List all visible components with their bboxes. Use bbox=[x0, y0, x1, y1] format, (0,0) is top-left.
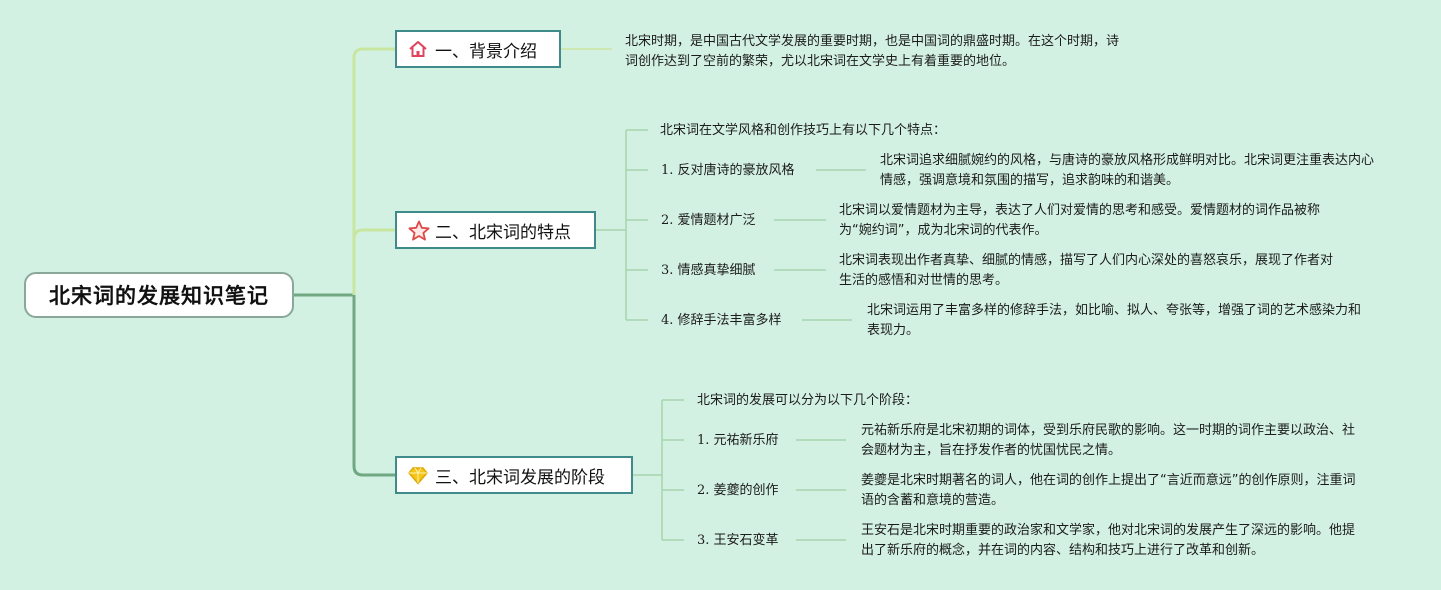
stage-desc: 元祐新乐府是北宋初期的词体，受到乐府民歌的影响。这一时期的词作主要以政治、社会题… bbox=[861, 423, 1356, 458]
branch-2-connector bbox=[352, 228, 396, 295]
features-intro: 北宋词在文学风格和创作技巧上有以下几个特点： bbox=[660, 123, 947, 138]
feature-desc: 北宋词运用了丰富多样的修辞手法，如比喻、拟人、夸张等，增强了词的艺术感染力和表现… bbox=[867, 303, 1362, 338]
branch-1-connector bbox=[352, 47, 396, 295]
stage-label: 2. 姜夔的创作 bbox=[697, 483, 779, 498]
background-text: 北宋时期，是中国古代文学发展的重要时期，也是中国词的鼎盛时期。在这个时期，诗词创… bbox=[625, 34, 1120, 69]
stage-desc: 姜夔是北宋时期著名的词人，他在词的创作上提出了“言近而意远”的创作原则，注重词语… bbox=[861, 473, 1356, 508]
stage-label: 3. 王安石变革 bbox=[697, 533, 779, 548]
feature-label: 3. 情感真挚细腻 bbox=[661, 263, 756, 278]
branch-title: 一、背景介绍 bbox=[435, 41, 537, 62]
feature-label: 1. 反对唐诗的豪放风格 bbox=[661, 163, 795, 178]
star-icon bbox=[407, 219, 430, 241]
branch-features[interactable]: 二、北宋词的特点 bbox=[395, 211, 596, 249]
feature-desc: 北宋词追求细腻婉约的风格，与唐诗的豪放风格形成鲜明对比。北宋词更注重表达内心情感… bbox=[880, 153, 1375, 188]
branch-3-connector bbox=[352, 295, 396, 477]
branch-title: 二、北宋词的特点 bbox=[435, 222, 571, 243]
house-icon bbox=[407, 38, 429, 60]
diamond-icon bbox=[407, 464, 429, 486]
branch-stages[interactable]: 三、北宋词发展的阶段 bbox=[395, 456, 633, 494]
branch-background[interactable]: 一、背景介绍 bbox=[395, 30, 561, 68]
feature-label: 2. 爱情题材广泛 bbox=[661, 213, 756, 228]
feature-label: 4. 修辞手法丰富多样 bbox=[661, 313, 782, 328]
stage-label: 1. 元祐新乐府 bbox=[697, 433, 779, 448]
stage-desc: 王安石是北宋时期重要的政治家和文学家，他对北宋词的发展产生了深远的影响。他提出了… bbox=[861, 523, 1356, 558]
root-node[interactable]: 北宋词的发展知识笔记 bbox=[24, 272, 294, 318]
stages-intro: 北宋词的发展可以分为以下几个阶段： bbox=[697, 393, 919, 408]
feature-desc: 北宋词以爱情题材为主导，表达了人们对爱情的思考和感受。爱情题材的词作品被称为“婉… bbox=[839, 203, 1321, 238]
feature-desc: 北宋词表现出作者真挚、细腻的情感，描写了人们内心深处的喜怒哀乐，展现了作者对生活… bbox=[839, 253, 1334, 288]
root-title: 北宋词的发展知识笔记 bbox=[49, 284, 269, 308]
branch-title: 三、北宋词发展的阶段 bbox=[435, 467, 605, 488]
